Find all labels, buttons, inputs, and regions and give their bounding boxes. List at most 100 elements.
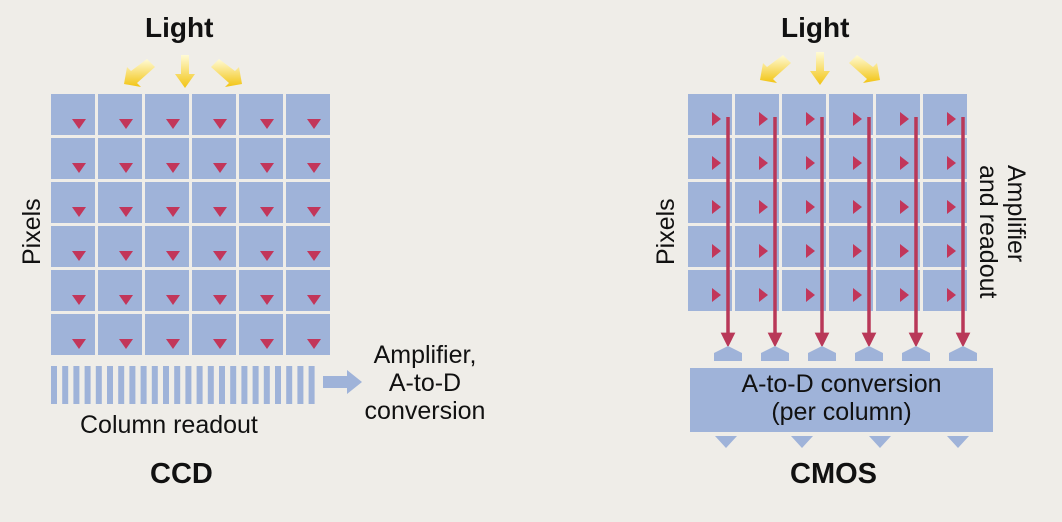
pixel [51, 314, 95, 355]
readout-stripe [107, 366, 113, 404]
readout-stripe [263, 366, 270, 404]
pixel [735, 182, 779, 223]
pixel [782, 182, 826, 223]
cmos-converter-line: (per column) [771, 398, 912, 426]
pixel [145, 226, 189, 267]
pixel [688, 226, 732, 267]
charge-marker-icon [947, 244, 956, 258]
light-arrow-icon [175, 55, 195, 88]
readout-stripe [140, 366, 147, 404]
ccd-output-label: Amplifier, A-to-D conversion [350, 341, 500, 425]
charge-marker-icon [759, 244, 768, 258]
readout-stripe [73, 366, 80, 404]
pixel [876, 182, 920, 223]
charge-marker-icon [759, 112, 768, 126]
pixel [735, 138, 779, 179]
pixel [98, 138, 142, 179]
pixel [688, 270, 732, 311]
readout-stripe [95, 366, 102, 404]
charge-marker-icon [806, 288, 815, 302]
charge-marker-icon [806, 200, 815, 214]
ccd-caption: CCD [150, 458, 213, 490]
charge-marker-icon [712, 112, 721, 126]
charge-marker-icon [72, 339, 86, 349]
column-amplifier-icon [808, 346, 836, 361]
pixel [239, 314, 283, 355]
pixel [876, 138, 920, 179]
pixel [735, 226, 779, 267]
charge-marker-icon [900, 200, 909, 214]
charge-marker-icon [806, 156, 815, 170]
ccd-column-readout-register [51, 366, 315, 404]
cmos-column-readout-lines [720, 117, 971, 348]
readout-stripe [163, 366, 169, 404]
pixel [51, 270, 95, 311]
pixel [286, 94, 330, 135]
readout-stripe [219, 366, 225, 404]
pixel [98, 94, 142, 135]
cmos-output-markers [715, 436, 969, 448]
pixel [51, 226, 95, 267]
charge-marker-icon [307, 207, 321, 217]
pixel [145, 138, 189, 179]
charge-marker-icon [213, 339, 227, 349]
light-arrow-icon [760, 55, 791, 83]
cmos-converter-label: A-to-D conversion (per column) [690, 370, 993, 426]
charge-marker-icon [806, 112, 815, 126]
pixel [98, 270, 142, 311]
pixel [192, 314, 236, 355]
charge-marker-icon [307, 295, 321, 305]
charge-marker-icon [260, 251, 274, 261]
charge-marker-icon [213, 251, 227, 261]
charge-marker-icon [260, 295, 274, 305]
pixel [192, 138, 236, 179]
charge-marker-icon [712, 288, 721, 302]
pixel [923, 226, 967, 267]
readout-stripe [129, 366, 136, 404]
output-marker-icon [791, 436, 813, 448]
ccd-pixels-axis-label: Pixels [18, 198, 46, 265]
pixel [145, 314, 189, 355]
pixel [192, 94, 236, 135]
cmos-amplifier-label: Amplifier and readout [974, 165, 1030, 305]
charge-marker-icon [853, 288, 862, 302]
ccd-output-line: conversion [364, 397, 486, 425]
charge-marker-icon [806, 244, 815, 258]
charge-marker-icon [759, 200, 768, 214]
pixel [98, 226, 142, 267]
pixel [145, 94, 189, 135]
column-amplifier-icon [902, 346, 930, 361]
pixel [782, 270, 826, 311]
charge-marker-icon [166, 119, 180, 129]
pixel [51, 182, 95, 223]
pixel [239, 138, 283, 179]
charge-marker-icon [166, 163, 180, 173]
pixel [829, 182, 873, 223]
charge-marker-icon [119, 295, 133, 305]
charge-marker-icon [119, 339, 133, 349]
readout-stripe [84, 366, 91, 404]
pixel [829, 226, 873, 267]
charge-marker-icon [166, 207, 180, 217]
pixel [688, 138, 732, 179]
readout-stripe [207, 366, 214, 404]
readout-stripe [297, 366, 304, 404]
pixel [286, 314, 330, 355]
charge-marker-icon [307, 163, 321, 173]
charge-marker-icon [166, 251, 180, 261]
charge-marker-icon [72, 119, 86, 129]
ccd-output-line: Amplifier, [373, 341, 477, 369]
column-amplifier-icon [949, 346, 977, 361]
charge-marker-icon [712, 244, 721, 258]
cmos-light-label: Light [781, 12, 850, 43]
charge-marker-icon [712, 156, 721, 170]
charge-marker-icon [712, 200, 721, 214]
ccd-output-arrow-icon [323, 370, 362, 394]
charge-marker-icon [853, 112, 862, 126]
output-marker-icon [869, 436, 891, 448]
charge-marker-icon [260, 207, 274, 217]
charge-marker-icon [759, 156, 768, 170]
pixel [735, 270, 779, 311]
pixel [688, 94, 732, 135]
